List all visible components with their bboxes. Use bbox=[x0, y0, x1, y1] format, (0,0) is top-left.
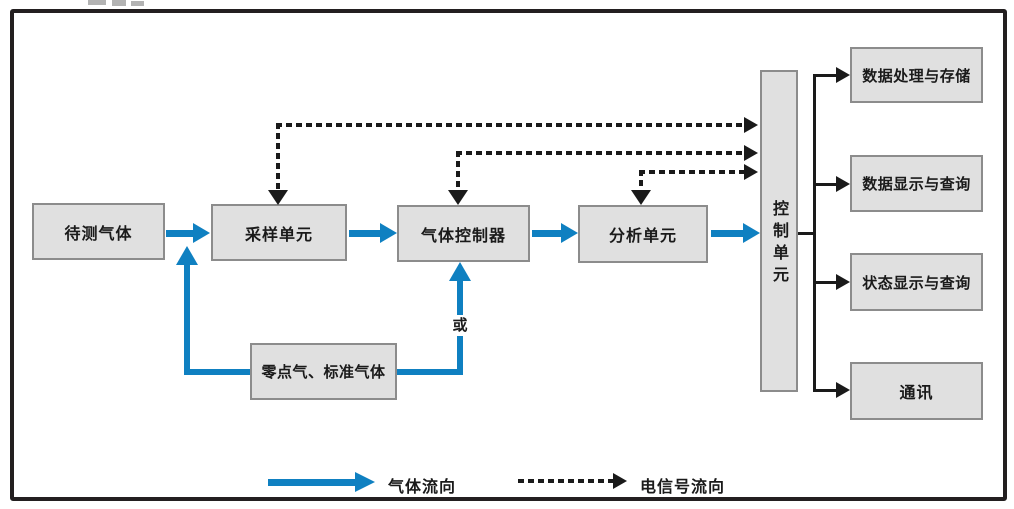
box-gas-controller: 气体控制器 bbox=[397, 205, 530, 262]
gas-flow-arrow-head bbox=[193, 223, 210, 243]
box-control-unit: 控制单元 bbox=[760, 70, 798, 392]
box-data-display-label: 数据显示与查询 bbox=[862, 175, 971, 193]
gas-flow-line bbox=[184, 264, 190, 375]
box-zero-standard-gas-label: 零点气、标准气体 bbox=[261, 363, 386, 381]
or-label: 或 bbox=[445, 315, 475, 336]
signal-arrow-head-right bbox=[744, 145, 758, 161]
legend-signal-flow-arrow bbox=[518, 479, 613, 483]
control-output-branch bbox=[813, 281, 837, 284]
signal-line-sampling-vertical bbox=[276, 123, 280, 191]
control-output-trunk bbox=[813, 74, 816, 392]
gas-flow-arrow-head bbox=[380, 223, 397, 243]
box-sampling-unit-label: 采样单元 bbox=[244, 224, 313, 244]
gas-flow-arrow-shaft bbox=[532, 230, 561, 237]
box-analysis-unit-label: 分析单元 bbox=[608, 226, 677, 245]
signal-line-controller-vertical bbox=[456, 151, 460, 191]
box-communication-label: 通讯 bbox=[899, 383, 934, 402]
control-output-branch bbox=[813, 389, 837, 392]
control-output-stub bbox=[798, 232, 815, 235]
gas-flow-arrow-shaft bbox=[166, 230, 193, 237]
legend-gas-flow-label: 气体流向 bbox=[388, 477, 457, 496]
box-zero-standard-gas: 零点气、标准气体 bbox=[250, 343, 397, 400]
cropped-print-artifact bbox=[131, 1, 144, 6]
box-sampling-unit: 采样单元 bbox=[211, 204, 347, 261]
cropped-print-artifact bbox=[112, 0, 126, 6]
output-arrow-head bbox=[836, 274, 850, 290]
box-status-display-label: 状态显示与查询 bbox=[862, 273, 971, 292]
gas-flow-arrow-head-up bbox=[176, 246, 198, 265]
output-arrow-head bbox=[836, 67, 850, 83]
gas-flow-line bbox=[184, 369, 250, 375]
gas-flow-arrow-shaft bbox=[349, 230, 380, 237]
box-control-unit-label: 控制单元 bbox=[770, 200, 789, 288]
legend-gas-flow-arrow bbox=[268, 479, 355, 486]
box-gas-controller-label: 气体控制器 bbox=[420, 225, 506, 245]
gas-flow-arrow-head bbox=[561, 223, 578, 243]
signal-arrow-head-down bbox=[448, 190, 468, 205]
legend-signal-flow-arrow-head bbox=[613, 473, 627, 489]
box-communication: 通讯 bbox=[850, 362, 983, 420]
box-sample-gas-label: 待测气体 bbox=[64, 223, 133, 243]
gas-flow-arrow-shaft bbox=[711, 230, 743, 237]
gas-flow-line bbox=[397, 369, 463, 375]
box-analysis-unit: 分析单元 bbox=[578, 205, 708, 263]
box-status-display: 状态显示与查询 bbox=[850, 253, 983, 311]
legend-gas-flow-arrow-head bbox=[355, 472, 375, 492]
box-sample-gas: 待测气体 bbox=[32, 203, 165, 260]
control-output-branch bbox=[813, 183, 837, 186]
output-arrow-head bbox=[836, 382, 850, 398]
gas-flow-arrow-head-up bbox=[449, 262, 471, 281]
signal-line-controller-horizontal bbox=[456, 151, 744, 155]
signal-arrow-head-down bbox=[631, 190, 651, 205]
box-data-storage: 数据处理与存储 bbox=[850, 47, 983, 103]
signal-line-analysis-horizontal bbox=[639, 170, 744, 174]
control-output-branch bbox=[813, 74, 837, 77]
signal-arrow-head-right bbox=[744, 164, 758, 180]
signal-line-sampling-horizontal bbox=[276, 123, 744, 127]
box-data-storage-label: 数据处理与存储 bbox=[862, 66, 971, 85]
box-data-display: 数据显示与查询 bbox=[850, 155, 983, 212]
legend-signal-flow-label: 电信号流向 bbox=[640, 477, 726, 496]
signal-arrow-head-down bbox=[268, 190, 288, 205]
signal-arrow-head-right bbox=[744, 117, 758, 133]
output-arrow-head bbox=[836, 176, 850, 192]
cropped-print-artifact bbox=[88, 0, 106, 5]
signal-line-analysis-vertical bbox=[639, 170, 643, 191]
gas-flow-arrow-head bbox=[743, 223, 760, 243]
